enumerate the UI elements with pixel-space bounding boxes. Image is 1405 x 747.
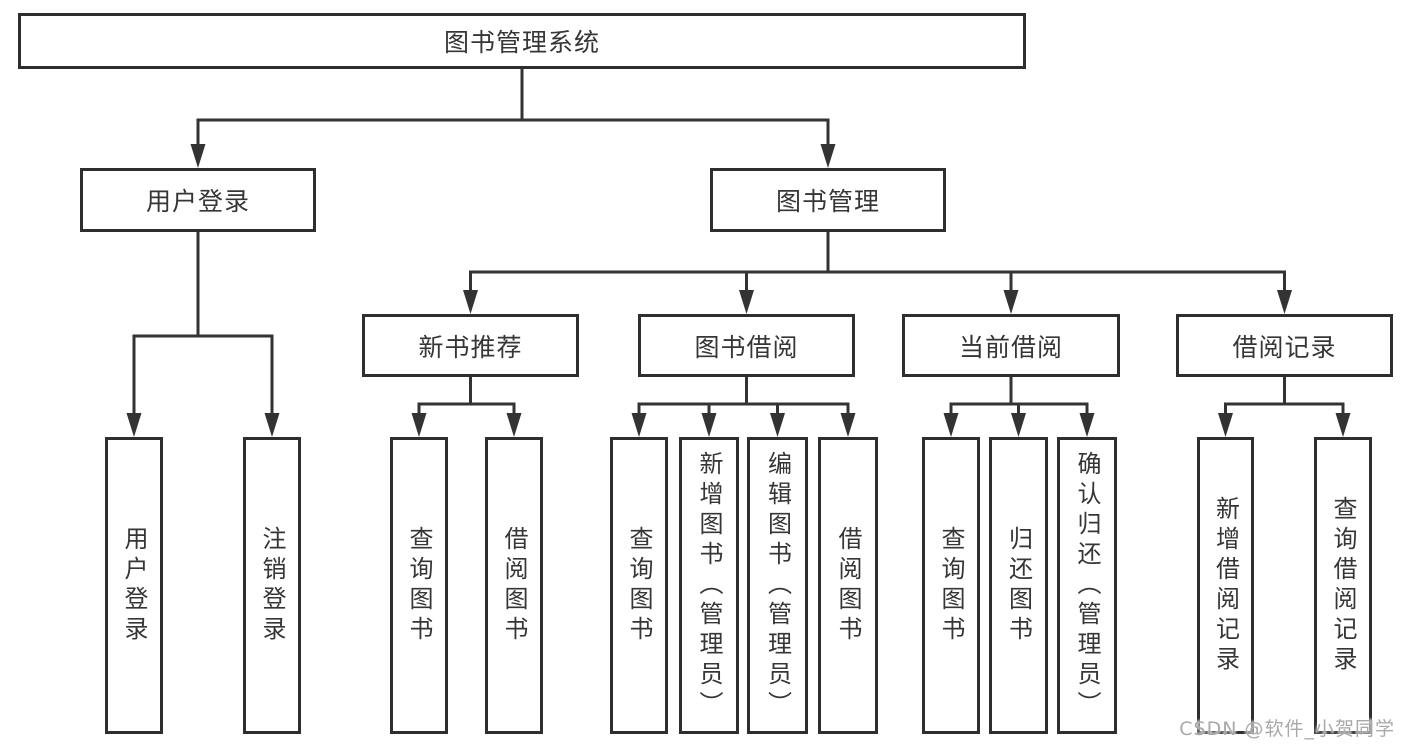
node-label: 新增图书（管理员） <box>695 450 723 721</box>
node-book-management: 图书管理 <box>710 168 946 232</box>
arrowhead-icon <box>701 413 717 437</box>
node-label: 查询图书 <box>405 525 433 646</box>
node-label: 图书借阅 <box>694 332 799 362</box>
arrowhead-icon <box>770 413 785 437</box>
node-label: 注销登录 <box>258 525 286 646</box>
leaf-user-login: 用户登录 <box>105 437 163 734</box>
leaf-return-books: 归还图书 <box>989 437 1048 734</box>
node-book-borrow: 图书借阅 <box>638 314 855 377</box>
node-label: 借阅图书 <box>500 525 528 646</box>
arrowhead-icon <box>943 413 959 437</box>
leaf-borrow-books-borrow: 借阅图书 <box>818 437 878 734</box>
edge-lines <box>132 67 1345 418</box>
leaf-edit-books-admin: 编辑图书（管理员） <box>747 437 808 734</box>
leaf-borrow-books-recommend: 借阅图书 <box>485 437 543 734</box>
leaf-query-books-current: 查询图书 <box>922 437 980 734</box>
node-label: 借阅图书 <box>834 525 862 646</box>
node-label: 当前借阅 <box>958 332 1063 362</box>
node-label: 确认归还（管理员） <box>1073 450 1101 721</box>
edge-new-book-to-leaves <box>417 375 516 418</box>
node-label: 归还图书 <box>1004 525 1033 646</box>
arrowhead-icon <box>506 413 522 437</box>
arrowhead-icon <box>190 144 206 168</box>
node-label: 新增借阅记录 <box>1211 495 1240 676</box>
node-library-management-system: 图书管理系统 <box>18 13 1026 69</box>
arrowhead-icon <box>840 413 856 437</box>
arrowhead-icon <box>1335 413 1351 437</box>
arrowhead-icon <box>739 290 754 314</box>
node-label: 借阅记录 <box>1232 332 1337 362</box>
edge-book-borrow-to-leaves <box>637 375 850 418</box>
arrowheads <box>126 144 1351 437</box>
edge-user-login-to-leaves <box>132 230 274 418</box>
node-user-login: 用户登录 <box>80 168 316 232</box>
leaf-add-borrow-record: 新增借阅记录 <box>1197 437 1254 734</box>
node-label: 新书推荐 <box>418 332 523 362</box>
arrowhead-icon <box>126 413 142 437</box>
leaf-logout: 注销登录 <box>243 437 301 734</box>
node-new-book-recommend: 新书推荐 <box>362 314 579 377</box>
arrowhead-icon <box>820 144 836 168</box>
arrowhead-icon <box>463 290 478 314</box>
edge-book-management-to-level3 <box>469 230 1286 295</box>
leaf-query-borrow-record: 查询借阅记录 <box>1314 437 1372 734</box>
arrowhead-icon <box>1218 413 1233 437</box>
node-current-borrow: 当前借阅 <box>902 314 1120 377</box>
node-label: 图书管理系统 <box>443 28 600 57</box>
node-label: 用户登录 <box>120 525 148 646</box>
csdn-watermark: CSDN @软件_小贺同学 <box>1179 718 1395 740</box>
node-label: 用户登录 <box>145 187 250 216</box>
arrowhead-icon <box>1011 413 1026 437</box>
leaf-query-books-borrow: 查询图书 <box>610 437 668 734</box>
arrowhead-icon <box>1277 290 1292 314</box>
leaf-confirm-return-admin: 确认归还（管理员） <box>1057 437 1117 734</box>
node-label: 查询图书 <box>625 525 653 646</box>
arrowhead-icon <box>264 413 280 437</box>
leaf-add-books-admin: 新增图书（管理员） <box>679 437 739 734</box>
edge-current-borrow-to-leaves <box>949 375 1089 418</box>
arrowhead-icon <box>631 413 647 437</box>
arrowhead-icon <box>1079 413 1095 437</box>
node-label: 编辑图书（管理员） <box>763 450 792 721</box>
arrowhead-icon <box>1003 290 1019 314</box>
edge-borrow-records-to-leaves <box>1224 375 1345 418</box>
node-borrow-records: 借阅记录 <box>1176 314 1393 377</box>
arrowhead-icon <box>411 413 427 437</box>
node-label: 查询图书 <box>937 525 965 646</box>
node-label: 图书管理 <box>775 187 880 216</box>
leaf-query-books-recommend: 查询图书 <box>390 437 448 734</box>
node-label: 查询借阅记录 <box>1329 495 1357 676</box>
edge-root-to-level2 <box>196 67 830 148</box>
